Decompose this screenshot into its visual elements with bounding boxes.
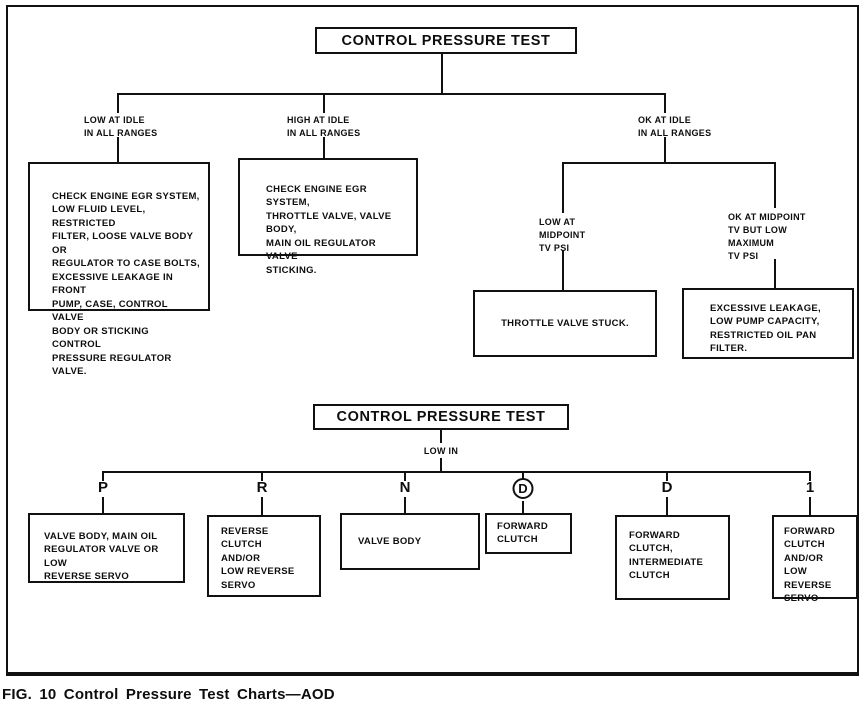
gear-label-d: D bbox=[661, 479, 673, 496]
result-box-excessive-leakage: EXCESSIVE LEAKAGE, LOW PUMP CAPACITY, RE… bbox=[682, 288, 854, 359]
bottom-chart-title: CONTROL PRESSURE TEST bbox=[336, 409, 546, 425]
result-box-gear-r: REVERSE CLUTCH AND/OR LOW REVERSE SERVO bbox=[207, 515, 321, 597]
result-box-high-at-idle: CHECK ENGINE EGR SYSTEM, THROTTLE VALVE,… bbox=[238, 158, 418, 276]
gear-label-p: P bbox=[97, 479, 109, 496]
condition-label-low-in: LOW IN bbox=[423, 446, 459, 456]
branch-label-high-at-idle: HIGH AT IDLE IN ALL RANGES bbox=[287, 115, 361, 139]
top-chart-title: CONTROL PRESSURE TEST bbox=[341, 32, 551, 49]
diagram-frame bbox=[6, 5, 859, 676]
result-box-gear-p: VALVE BODY, MAIN OIL REGULATOR VALVE OR … bbox=[28, 513, 185, 583]
sub-branch-label-low-at-midpoint: LOW AT MIDPOINT TV PSI bbox=[539, 217, 586, 254]
branch-label-ok-at-idle: OK AT IDLE IN ALL RANGES bbox=[638, 115, 712, 139]
branch-label-low-at-idle: LOW AT IDLE IN ALL RANGES bbox=[84, 115, 158, 139]
gear-label-d-circled: D bbox=[512, 478, 534, 499]
result-box-gear-d: FORWARD CLUTCH, INTERMEDIATE CLUTCH bbox=[615, 515, 730, 600]
result-box-gear-1: FORWARD CLUTCH AND/OR LOW REVERSE SERVO bbox=[772, 515, 858, 604]
top-chart-title-box: CONTROL PRESSURE TEST bbox=[315, 27, 577, 54]
result-box-gear-d-circled: FORWARD CLUTCH bbox=[485, 513, 572, 554]
result-box-low-at-idle: CHECK ENGINE EGR SYSTEM, LOW FLUID LEVEL… bbox=[28, 162, 210, 377]
figure-caption: FIG. 10 Control Pressure Test Charts—AOD bbox=[2, 686, 335, 703]
gear-label-n: N bbox=[399, 479, 411, 496]
result-box-gear-n: VALVE BODY bbox=[340, 513, 480, 570]
gear-label-1: 1 bbox=[805, 479, 815, 496]
sub-branch-label-ok-at-midpoint: OK AT MIDPOINT TV BUT LOW MAXIMUM TV PSI bbox=[728, 212, 806, 262]
gear-label-r: R bbox=[256, 479, 268, 496]
result-box-throttle-valve-stuck: THROTTLE VALVE STUCK. bbox=[473, 290, 657, 357]
bottom-chart-title-box: CONTROL PRESSURE TEST bbox=[313, 404, 569, 430]
gear-label-d-circled-text: D bbox=[518, 481, 528, 496]
